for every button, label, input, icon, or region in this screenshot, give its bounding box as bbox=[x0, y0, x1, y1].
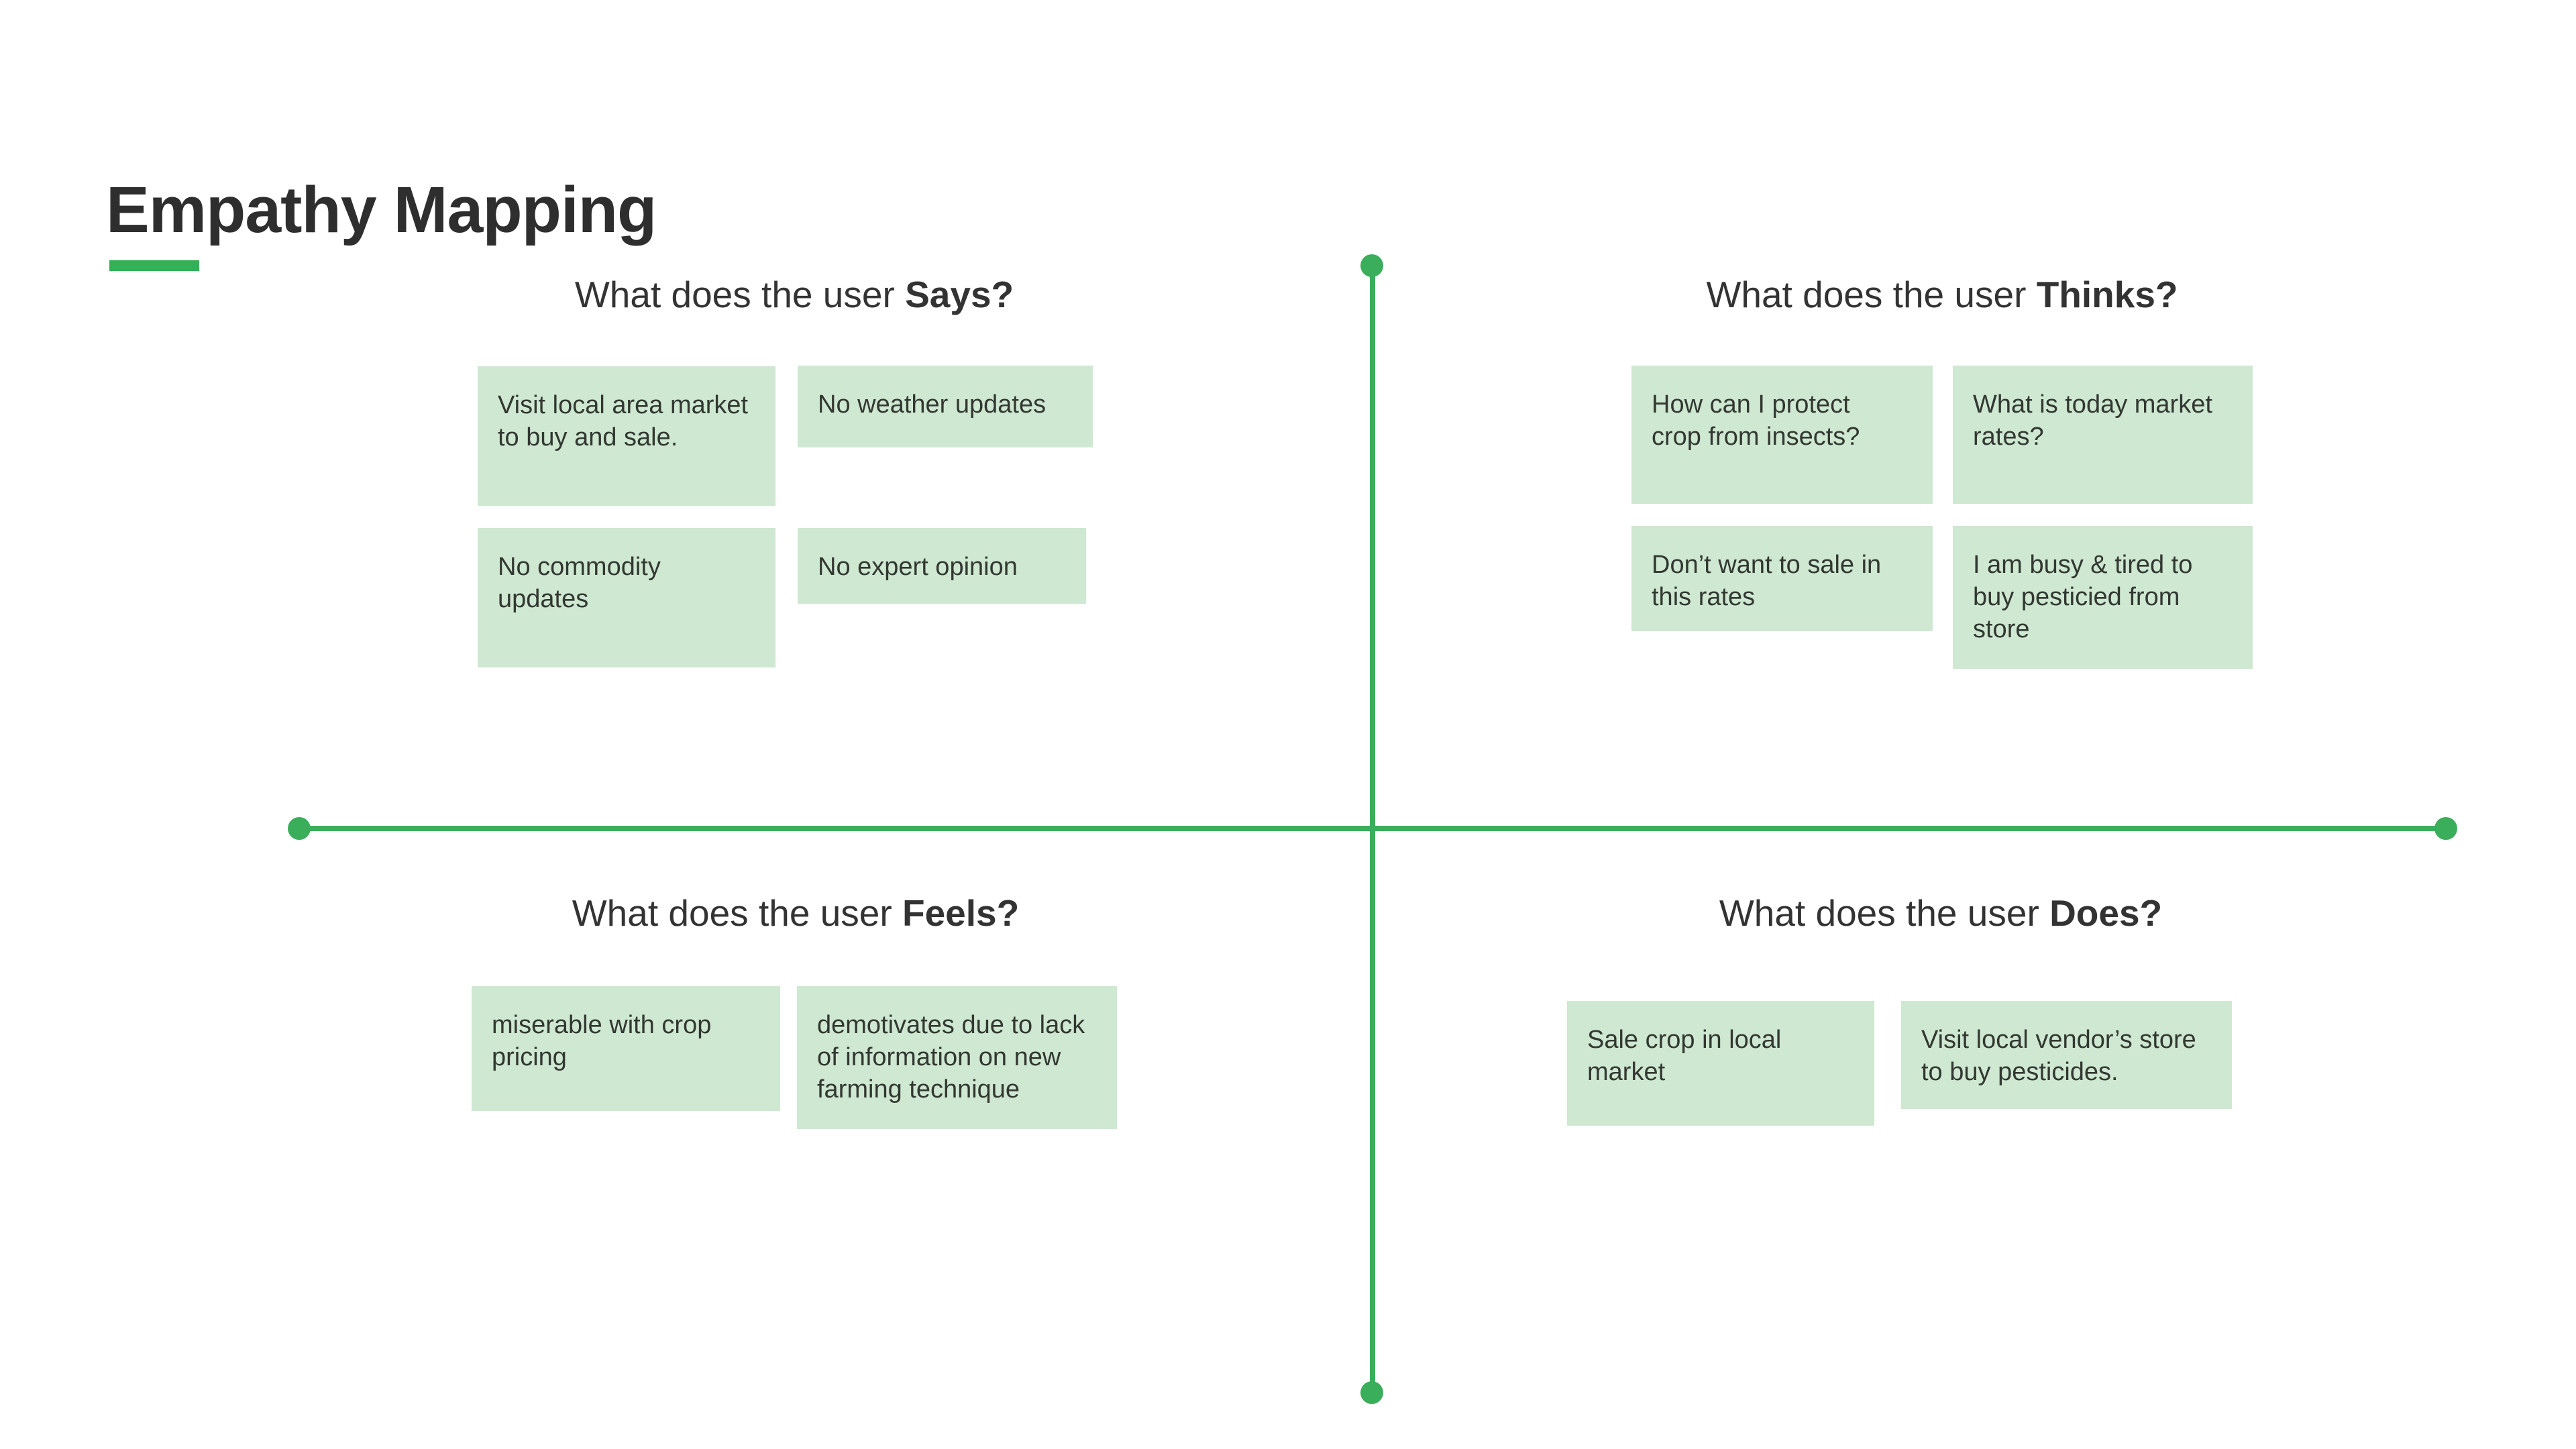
title-underline-dash bbox=[109, 260, 199, 271]
axis-endpoint-dot-right bbox=[2434, 817, 2457, 840]
quadrant-heading-says: What does the user Says? bbox=[325, 274, 1264, 315]
quadrant-heading-does: What does the user Does? bbox=[1471, 892, 2410, 934]
sticky-note[interactable]: How can I protect crop from insects? bbox=[1631, 366, 1933, 504]
sticky-note[interactable]: miserable with crop pricing bbox=[472, 986, 780, 1111]
quadrant-heading-feels: What does the user Feels? bbox=[326, 892, 1265, 934]
axis-endpoint-dot-top bbox=[1360, 254, 1383, 277]
sticky-note[interactable]: Sale crop in local market bbox=[1567, 1001, 1874, 1126]
sticky-note[interactable]: demotivates due to lack of information o… bbox=[797, 986, 1117, 1129]
page-title: Empathy Mapping bbox=[106, 172, 657, 246]
sticky-note[interactable]: No expert opinion bbox=[798, 528, 1086, 604]
heading-prefix: What does the user bbox=[1719, 892, 2050, 934]
heading-prefix: What does the user bbox=[572, 892, 902, 934]
sticky-note[interactable]: Visit local area market to buy and sale. bbox=[478, 366, 775, 506]
heading-keyword: Says? bbox=[905, 274, 1014, 315]
heading-prefix: What does the user bbox=[1706, 274, 2037, 315]
sticky-note[interactable]: I am busy & tired to buy pesticied from … bbox=[1953, 526, 2253, 669]
heading-prefix: What does the user bbox=[574, 274, 906, 315]
heading-keyword: Thinks? bbox=[2036, 274, 2178, 315]
quadrant-heading-thinks: What does the user Thinks? bbox=[1472, 274, 2412, 315]
sticky-note[interactable]: What is today market rates? bbox=[1953, 366, 2253, 504]
sticky-note[interactable]: No commodity updates bbox=[478, 528, 775, 667]
sticky-note[interactable]: Visit local vendor’s store to buy pestic… bbox=[1901, 1001, 2232, 1109]
sticky-note[interactable]: Don’t want to sale in this rates bbox=[1631, 526, 1933, 631]
sticky-note[interactable]: No weather updates bbox=[798, 366, 1093, 447]
axis-endpoint-dot-left bbox=[288, 817, 311, 840]
heading-keyword: Feels? bbox=[902, 892, 1020, 934]
vertical-axis-line bbox=[1370, 266, 1375, 1393]
axis-endpoint-dot-bottom bbox=[1360, 1381, 1383, 1404]
heading-keyword: Does? bbox=[2049, 892, 2163, 934]
